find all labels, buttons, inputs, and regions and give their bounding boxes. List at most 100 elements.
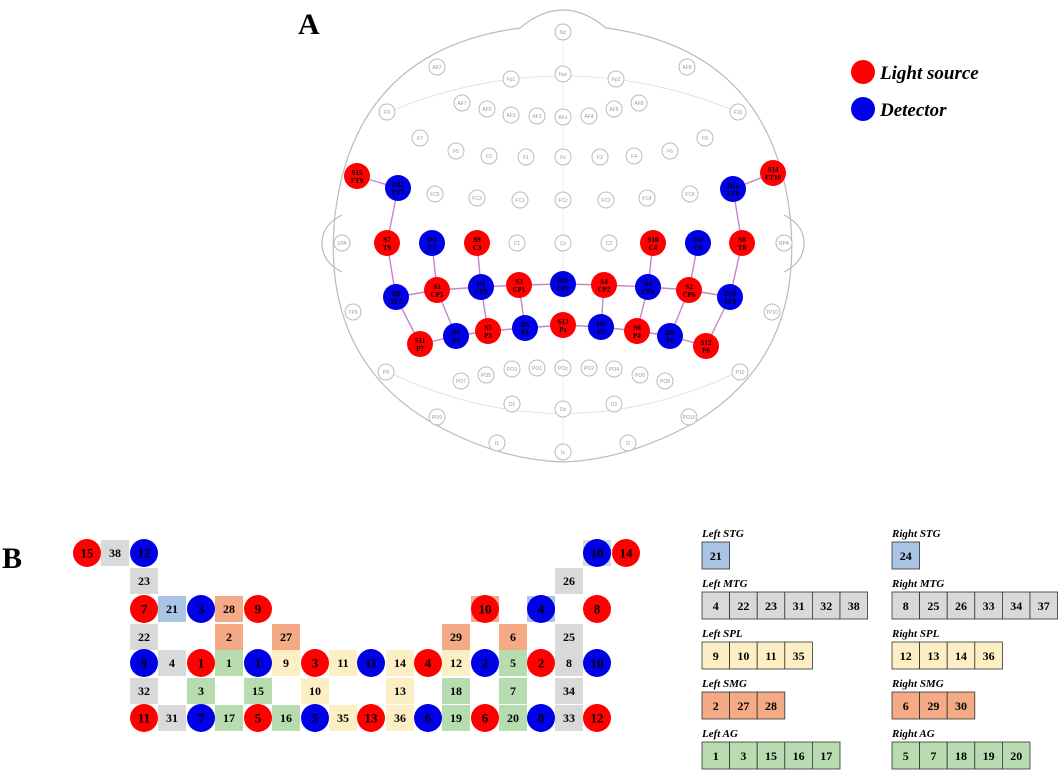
ten-twenty-position: LPA [333, 234, 351, 252]
channel-cell: 35 [329, 705, 357, 731]
channel-cell: 21 [158, 596, 186, 622]
position-marker [502, 70, 520, 88]
position-label: C2 [606, 241, 613, 247]
roi-channel: 20 [1002, 741, 1031, 770]
channel-number: 5 [510, 656, 516, 670]
roi-channel: 7 [919, 741, 948, 770]
channel-tile [499, 705, 527, 731]
position-label: Fpz [559, 72, 568, 78]
ten-twenty-position: PO10 [680, 408, 698, 426]
grid-source-optode: 7 [130, 595, 158, 623]
optode-marker [550, 271, 576, 297]
optode-marker [464, 230, 490, 256]
optode-id: S15 [352, 169, 363, 177]
position-label: PO10 [683, 415, 696, 421]
ten-twenty-position: FC6 [681, 185, 699, 203]
channel-number: 18 [450, 684, 462, 698]
position-marker [453, 94, 471, 112]
channel-cell: 22 [130, 624, 158, 650]
roi-channel-number: 21 [710, 549, 722, 563]
optode-marker [187, 595, 215, 623]
position-label: AF1 [532, 114, 541, 120]
ten-twenty-position: F8 [696, 129, 714, 147]
optode-marker [506, 272, 532, 298]
optode-marker [657, 323, 683, 349]
roi-channel: 29 [919, 691, 948, 720]
channel-tile [215, 705, 243, 731]
channel-cell: 3 [187, 678, 215, 704]
channel-number: 32 [138, 684, 150, 698]
ten-twenty-position: I1 [488, 434, 506, 452]
channel-number: 29 [450, 630, 462, 644]
ten-twenty-position: AFz [554, 108, 572, 126]
roi-channel-box [784, 591, 813, 620]
roi-channel-box [1002, 741, 1031, 770]
position-marker [696, 129, 714, 147]
position-marker [681, 185, 699, 203]
channel-number: 22 [138, 630, 150, 644]
roi-channel-number: 9 [713, 649, 719, 663]
ten-twenty-position: C1 [508, 234, 526, 252]
position-label: AF7 [432, 65, 441, 71]
optode-marker [591, 272, 617, 298]
roi-channel: 12 [891, 641, 921, 670]
roi-channel: 32 [812, 591, 841, 620]
channel-tile [158, 596, 186, 622]
optode-marker [550, 312, 576, 338]
position-marker [480, 147, 498, 165]
roi-channel-box [946, 591, 976, 620]
roi-channel-box [974, 741, 1003, 770]
channel-tile [555, 650, 583, 676]
optode-number: 14 [620, 546, 634, 561]
channel-number: 6 [510, 630, 516, 644]
roi-channel-number: 32 [820, 599, 832, 613]
position-label: F1 [523, 155, 529, 161]
ten-twenty-position: Fp1 [502, 70, 520, 88]
optode-id: D4 [694, 236, 703, 244]
position-marker [656, 372, 674, 390]
ten-twenty-position: FCz [554, 191, 572, 209]
ten-twenty-position: PO5 [477, 366, 495, 384]
position-label: POz [558, 366, 568, 372]
roi-title: Left AG [701, 728, 738, 740]
legend-source-label: Light source [879, 63, 979, 84]
grid-source-optode: 3 [301, 649, 329, 677]
channel-tile [187, 678, 215, 704]
roi-channel-box [729, 741, 758, 770]
grid-detector-optode: 4 [527, 595, 555, 623]
position-label: PO3 [507, 367, 517, 373]
roi-channel: 36 [974, 641, 1003, 670]
grid-detector-optode: 3 [187, 595, 215, 623]
roi-channel: 22 [729, 591, 758, 620]
position-marker [468, 189, 486, 207]
roi-channel-box [812, 741, 841, 770]
grid-source-optode: 5 [244, 704, 272, 732]
ten-twenty-position: AF6 [605, 100, 623, 118]
position-label: I1 [495, 441, 499, 447]
roi-channel-number: 15 [765, 749, 777, 763]
ten-twenty-position: P9 [377, 363, 395, 381]
optode-number: 9 [255, 602, 262, 617]
roi-channel-number: 11 [765, 649, 776, 663]
roi-channel-box [729, 591, 758, 620]
optode-marker [468, 274, 494, 300]
roi-channel: 11 [756, 641, 786, 670]
channel-tile [272, 705, 300, 731]
grid-detector-optode: 11 [357, 649, 385, 677]
position-label: F8 [702, 136, 708, 142]
channel-number: 8 [566, 656, 572, 670]
optode-number: 4 [425, 656, 432, 671]
roi-channel: 27 [729, 691, 758, 720]
legend-source-marker [851, 60, 875, 84]
roi-channel-number: 12 [900, 649, 912, 663]
channel-tile [158, 650, 186, 676]
channel-cell: 15 [244, 678, 272, 704]
roi-title: Right SMG [891, 678, 944, 690]
channel-tile [329, 650, 357, 676]
